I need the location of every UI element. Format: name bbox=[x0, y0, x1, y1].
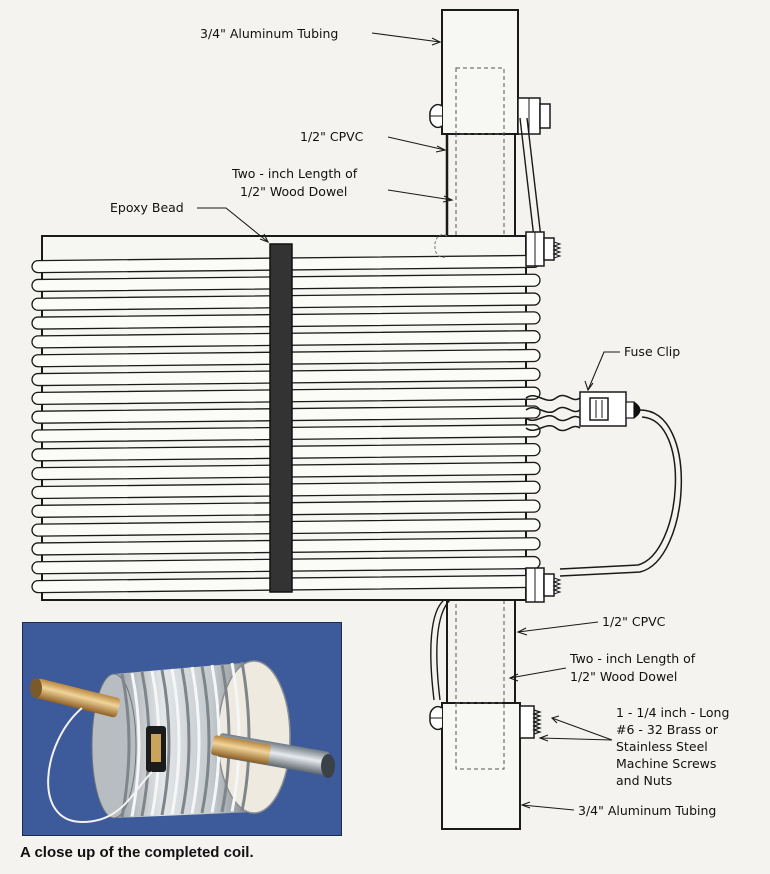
label-screws-line2: #6 - 32 Brass or bbox=[616, 722, 719, 737]
lower-cpvc-pipe bbox=[446, 600, 516, 703]
label-top-dowel-line2: 1/2" Wood Dowel bbox=[240, 184, 347, 199]
top-aluminum-tubing bbox=[441, 9, 519, 135]
label-bottom-aluminum-tubing: 3/4" Aluminum Tubing bbox=[578, 803, 716, 818]
label-bottom-cpvc: 1/2" CPVC bbox=[602, 614, 666, 629]
leader-lines bbox=[197, 32, 620, 811]
photo-coil-drum bbox=[91, 660, 291, 819]
photo-caption: A close up of the completed coil. bbox=[20, 844, 254, 861]
photo-winding-ridge bbox=[200, 665, 211, 814]
coil-lower-screw bbox=[525, 567, 562, 603]
label-top-dowel-line1: Two - inch Length of bbox=[231, 166, 358, 181]
completed-coil-photo bbox=[22, 622, 342, 836]
upper-jumper-strap bbox=[519, 117, 542, 239]
photo-winding-ridge bbox=[130, 672, 141, 817]
upper-nut bbox=[517, 97, 551, 135]
label-top-cpvc: 1/2" CPVC bbox=[300, 129, 364, 144]
label-bottom-dowel-line1: Two - inch Length of bbox=[569, 651, 696, 666]
epoxy-bead bbox=[269, 243, 293, 593]
label-fuse-clip: Fuse Clip bbox=[624, 344, 680, 359]
photo-right-rod bbox=[211, 733, 335, 778]
label-top-aluminum-tubing: 3/4" Aluminum Tubing bbox=[200, 26, 338, 41]
label-screws-line3: Stainless Steel bbox=[616, 739, 708, 754]
photo-fuse-clip bbox=[146, 726, 166, 772]
coil-upper-screw bbox=[434, 231, 562, 267]
label-screws-line4: Machine Screws bbox=[616, 756, 716, 771]
lower-screw-threads bbox=[519, 705, 542, 739]
photo-winding-ridge bbox=[160, 669, 171, 816]
label-bottom-dowel-line2: 1/2" Wood Dowel bbox=[570, 669, 677, 684]
photo-lead-wire bbox=[47, 707, 153, 824]
label-screws-line5: and Nuts bbox=[616, 773, 672, 788]
label-screws-line1: 1 - 1/4 inch - Long bbox=[616, 705, 729, 720]
upper-cpvc-pipe bbox=[445, 135, 516, 236]
lower-lead-wire bbox=[430, 599, 445, 701]
lower-lead-wire-2 bbox=[436, 599, 451, 701]
photo-winding-ridge bbox=[170, 668, 181, 815]
photo-winding-ridge bbox=[190, 666, 201, 814]
fuse-clip bbox=[525, 391, 641, 432]
photo-left-rod bbox=[30, 678, 121, 718]
label-epoxy-bead: Epoxy Bead bbox=[110, 200, 184, 215]
photo-winding-ridge bbox=[120, 673, 131, 818]
fuse-clip-lead bbox=[559, 409, 683, 577]
photo-winding-ridge bbox=[180, 667, 191, 815]
bottom-aluminum-tubing bbox=[441, 702, 521, 830]
